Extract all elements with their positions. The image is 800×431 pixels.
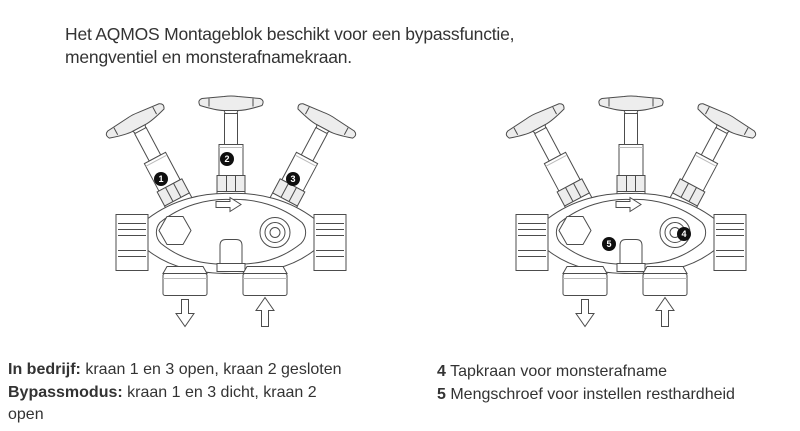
caption-text-bypassmodus: kraan 1 en 3 dicht, kraan 2 open [8,383,317,424]
legend-item-5-number: 5 [437,385,446,403]
caption-text-in-bedrijf: kraan 1 en 3 open, kraan 2 gesloten [80,361,342,378]
caption-label-bypassmodus: Bypassmodus: [8,383,123,401]
caption-label-in-bedrijf: In bedrijf: [8,361,81,378]
callout-badge-5: 5 [602,237,616,251]
legend-item-5: 5 Mengschroef voor instellen resthardhei… [437,384,797,407]
legend-item-4-number: 4 [437,363,446,380]
legend-item-4: 4 Tapkraan voor monsterafname [437,361,797,384]
diagram-montageblok-tapkraan [515,85,747,325]
callout-badge-2: 2 [220,152,234,166]
callout-badge-4: 4 [677,227,691,241]
page-title: Het AQMOS Montageblok beschikt voor een … [65,23,515,67]
legend-item-5-text: Mengschroef voor instellen resthardheid [445,385,735,403]
callout-badge-3: 3 [286,172,300,186]
caption-legend: 4 Tapkraan voor monsterafname 5 Mengschr… [437,361,797,406]
diagram-montageblok-bedrijf [115,85,347,325]
caption-operation-modes: In bedrijf: kraan 1 en 3 open, kraan 2 g… [8,359,356,427]
callout-badge-1: 1 [154,172,168,186]
legend-item-4-text: Tapkraan voor monsterafname [445,363,668,380]
